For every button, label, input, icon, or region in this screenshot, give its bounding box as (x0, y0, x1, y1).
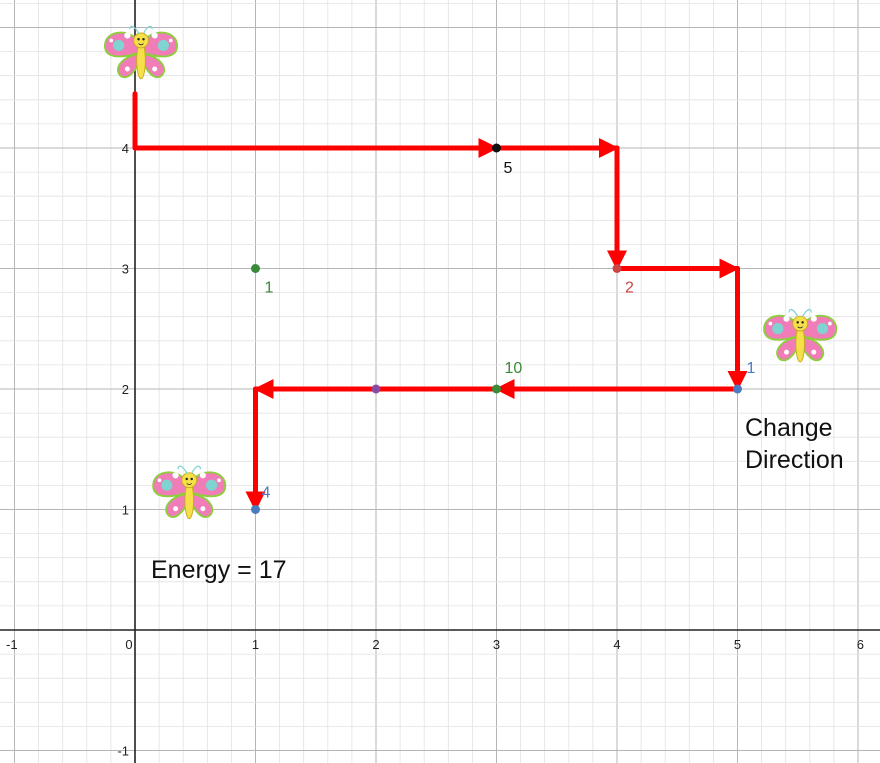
data-point (733, 384, 742, 394)
point-label: 5 (504, 160, 513, 177)
y-tick-label: -1 (117, 744, 129, 759)
data-point (371, 384, 381, 394)
data-point (492, 143, 501, 153)
annotations: Change Direction Energy = 17 (151, 414, 844, 584)
change-direction-line-1: Change (745, 414, 833, 442)
point-label: 10 (505, 360, 523, 377)
point-label: 1 (265, 280, 274, 297)
x-tick-label: 4 (613, 637, 620, 652)
y-tick-label: 4 (122, 141, 129, 156)
x-tick-label: 5 (734, 637, 741, 652)
point-label: 2 (625, 280, 634, 297)
energy-note: Energy = 17 (151, 556, 287, 584)
y-tick-label: 3 (122, 262, 129, 277)
y-tick-label: 2 (122, 382, 129, 397)
y-tick-label: 1 (122, 503, 129, 518)
change-direction-line-2: Direction (745, 446, 844, 474)
change-direction-note: Change Direction (745, 414, 844, 474)
point-label: 4 (262, 485, 271, 502)
butterfly-icon (152, 465, 227, 520)
x-tick-label: 3 (493, 637, 500, 652)
x-tick-label: 1 (252, 637, 259, 652)
data-point (612, 264, 622, 273)
butterfly-path (132, 91, 748, 512)
data-point (492, 384, 501, 394)
x-tick-label: -1 (6, 637, 18, 652)
data-point (251, 505, 260, 514)
data-points: 1 5 2 1 10 4 (251, 143, 756, 514)
point-label: 1 (747, 360, 756, 377)
butterfly-icon (763, 308, 838, 363)
x-tick-label: 6 (857, 637, 864, 652)
x-tick-label: 0 (125, 637, 132, 652)
data-point (251, 264, 260, 273)
x-tick-label: 2 (372, 637, 379, 652)
butterfly-icon (104, 25, 179, 80)
